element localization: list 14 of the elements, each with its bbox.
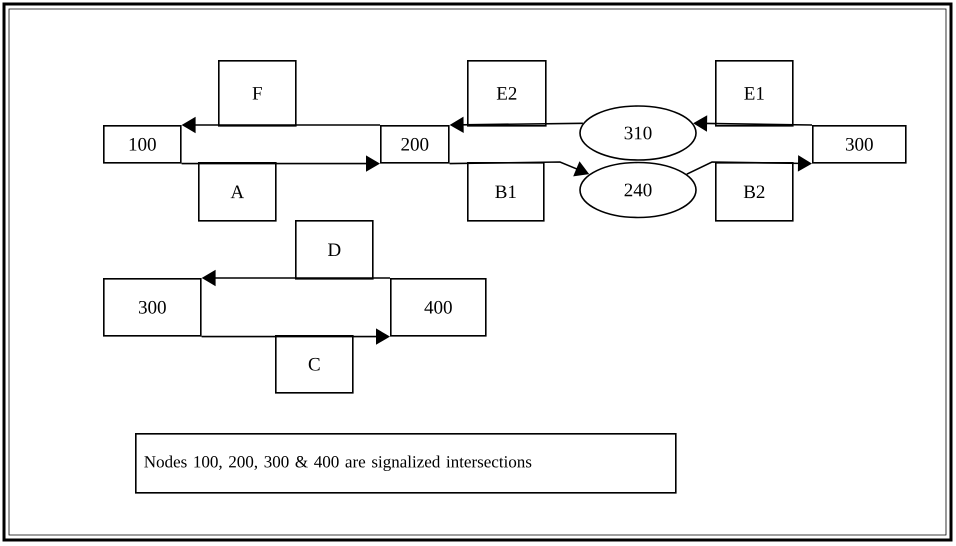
intersection-box: 300: [812, 125, 907, 164]
square-box: B1: [467, 162, 545, 222]
square-box: A: [198, 162, 277, 222]
square-box: D: [295, 220, 374, 280]
square-box: B2: [715, 162, 794, 222]
square-box: E2: [467, 60, 547, 127]
intersection-box: 200: [380, 125, 450, 164]
intersection-box: 400: [390, 278, 487, 337]
intersection-box: 300: [103, 278, 202, 337]
square-box: F: [218, 60, 297, 127]
intersection-box: 100: [103, 125, 182, 164]
note-box: Nodes 100, 200, 300 & 400 are signalized intersections: [135, 433, 677, 494]
square-box: C: [275, 335, 354, 394]
square-box: E1: [715, 60, 794, 127]
